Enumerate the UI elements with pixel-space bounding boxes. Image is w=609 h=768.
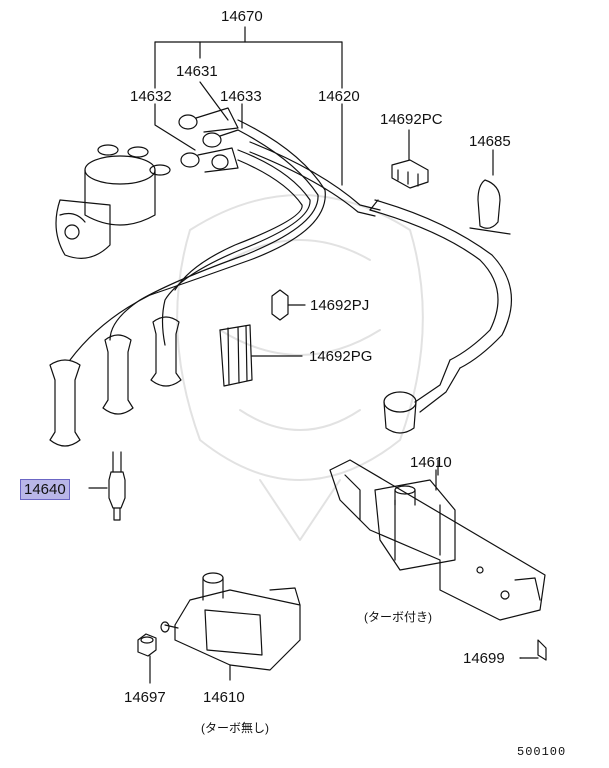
distributor-cap	[55, 144, 171, 259]
band-14685	[469, 179, 511, 235]
label-14692pg: 14692PG	[309, 348, 373, 365]
holder-14692pg	[219, 324, 303, 387]
label-14697: 14697	[124, 689, 166, 706]
watermark-logo	[176, 194, 424, 541]
label-14610-nonturbo: 14610	[203, 689, 245, 706]
ignition-cables	[69, 119, 381, 361]
leader-lines-top	[154, 26, 494, 186]
spark-plug-boots	[49, 316, 182, 447]
label-14640-highlighted[interactable]: 14640	[20, 479, 70, 500]
spark-plug-14640	[88, 451, 126, 521]
clip-14692pj	[271, 289, 306, 321]
plug-boots-cap	[178, 107, 239, 173]
label-14699: 14699	[463, 650, 505, 667]
label-14692pj: 14692PJ	[310, 297, 370, 314]
turbo-note: (ターボ付き)	[364, 610, 432, 624]
clamp-14692pc	[391, 159, 429, 189]
coil-14610-nonturbo	[160, 572, 301, 671]
coil-bracket-14610-turbo	[329, 459, 546, 621]
coil-cable-14620	[369, 199, 513, 434]
label-14620: 14620	[318, 88, 360, 105]
label-14670: 14670	[221, 8, 263, 25]
label-14631: 14631	[176, 63, 218, 80]
label-14632: 14632	[130, 88, 172, 105]
nonturbo-note: (ターボ無し)	[201, 721, 269, 735]
label-14685: 14685	[469, 133, 511, 150]
bolt-14699	[519, 639, 547, 661]
label-14610-turbo: 14610	[410, 454, 452, 471]
leader-lines-bottom	[229, 469, 522, 681]
diagram-code: 500100	[517, 745, 567, 759]
label-14633: 14633	[220, 88, 262, 105]
label-14692pc: 14692PC	[380, 111, 443, 128]
nut-14697	[137, 633, 157, 684]
